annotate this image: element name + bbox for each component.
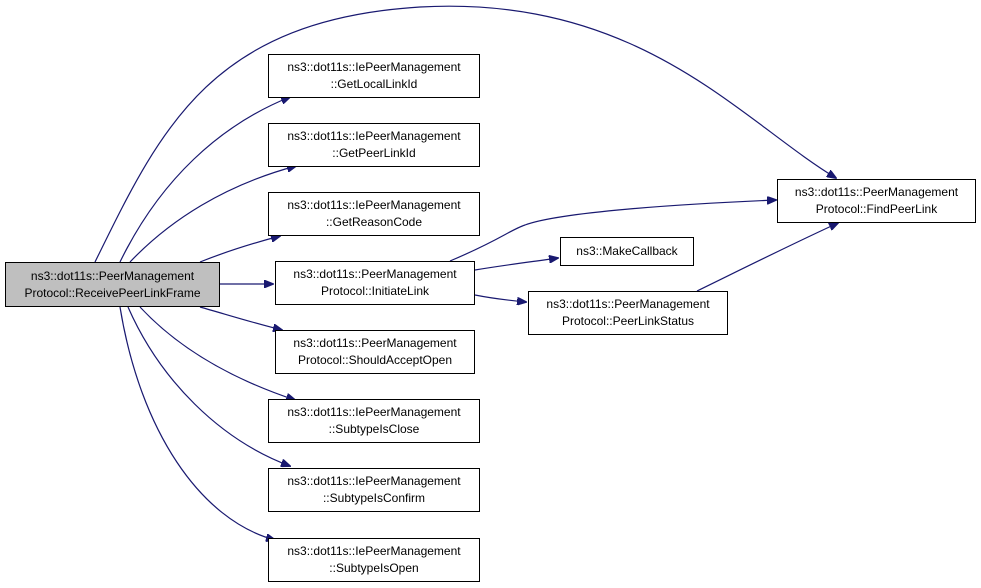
node-label-line1: ns3::dot11s::PeerManagement — [293, 336, 457, 350]
node-label-line1: ns3::dot11s::PeerManagement — [794, 185, 959, 199]
node-find-peer-link[interactable]: ns3::dot11s::PeerManagement Protocol::Fi… — [777, 179, 976, 223]
node-initiate-link[interactable]: ns3::dot11s::PeerManagement Protocol::In… — [275, 261, 475, 305]
node-get-peer-link-id[interactable]: ns3::dot11s::IePeerManagement ::GetPeerL… — [268, 123, 480, 167]
node-label-line2: ::SubtypeIsConfirm — [322, 491, 426, 505]
node-receive-peer-link-frame: ns3::dot11s::PeerManagement Protocol::Re… — [5, 262, 220, 307]
node-label-line2: ::GetReasonCode — [325, 215, 423, 229]
node-label-line2: ::GetLocalLinkId — [330, 77, 418, 91]
node-label-line1: ns3::dot11s::IePeerManagement — [287, 405, 461, 419]
edge-root-to-get-local-link-id — [119, 97, 290, 263]
node-label-line2: Protocol::InitiateLink — [320, 284, 430, 298]
node-label-line1: ns3::dot11s::IePeerManagement — [287, 129, 461, 143]
node-should-accept-open[interactable]: ns3::dot11s::PeerManagement Protocol::Sh… — [275, 330, 475, 374]
edge-root-to-find-peer-link — [94, 5, 836, 263]
node-get-reason-code[interactable]: ns3::dot11s::IePeerManagement ::GetReaso… — [268, 192, 480, 236]
edge-peer-link-status-to-find-peer-link — [696, 223, 838, 292]
node-label-line1: ns3::dot11s::IePeerManagement — [287, 198, 461, 212]
node-label-line1: ns3::MakeCallback — [576, 244, 678, 258]
edge-root-to-subtype-is-open — [119, 306, 275, 540]
node-label-line1: ns3::dot11s::IePeerManagement — [287, 60, 461, 74]
edge-initiate-link-to-make-callback — [474, 258, 558, 271]
node-peer-link-status[interactable]: ns3::dot11s::PeerManagement Protocol::Pe… — [528, 291, 728, 335]
node-label-line2: Protocol::ReceivePeerLinkFrame — [24, 285, 201, 300]
node-label-line2: Protocol::ShouldAcceptOpen — [297, 353, 453, 367]
node-subtype-is-open[interactable]: ns3::dot11s::IePeerManagement ::SubtypeI… — [268, 538, 480, 582]
node-label-line2: ::SubtypeIsClose — [328, 422, 420, 436]
edge-root-to-subtype-is-close — [139, 306, 295, 400]
edge-root-to-get-peer-link-id — [129, 166, 296, 263]
node-label-line2: Protocol::PeerLinkStatus — [561, 314, 695, 328]
node-label-line1: ns3::dot11s::PeerManagement — [293, 267, 457, 281]
node-label-line1: ns3::dot11s::IePeerManagement — [287, 474, 461, 488]
node-label-line1: ns3::dot11s::PeerManagement — [30, 268, 195, 283]
edge-initiate-link-to-peer-link-status — [474, 294, 526, 302]
node-label-line2: ::GetPeerLinkId — [332, 146, 416, 160]
node-label-line1: ns3::dot11s::IePeerManagement — [287, 544, 461, 558]
node-get-local-link-id[interactable]: ns3::dot11s::IePeerManagement ::GetLocal… — [268, 54, 480, 98]
node-subtype-is-close[interactable]: ns3::dot11s::IePeerManagement ::SubtypeI… — [268, 399, 480, 443]
node-label-line2: Protocol::FindPeerLink — [815, 202, 938, 216]
node-make-callback[interactable]: ns3::MakeCallback — [560, 237, 694, 266]
edge-initiate-link-to-find-peer-link — [449, 200, 776, 262]
edge-root-to-should-accept-open — [199, 306, 282, 330]
node-subtype-is-confirm[interactable]: ns3::dot11s::IePeerManagement ::SubtypeI… — [268, 468, 480, 512]
edge-root-to-subtype-is-confirm — [127, 306, 290, 466]
node-label-line2: ::SubtypeIsOpen — [329, 561, 419, 575]
edge-root-to-get-reason-code — [199, 236, 280, 263]
node-label-line1: ns3::dot11s::PeerManagement — [546, 297, 710, 311]
